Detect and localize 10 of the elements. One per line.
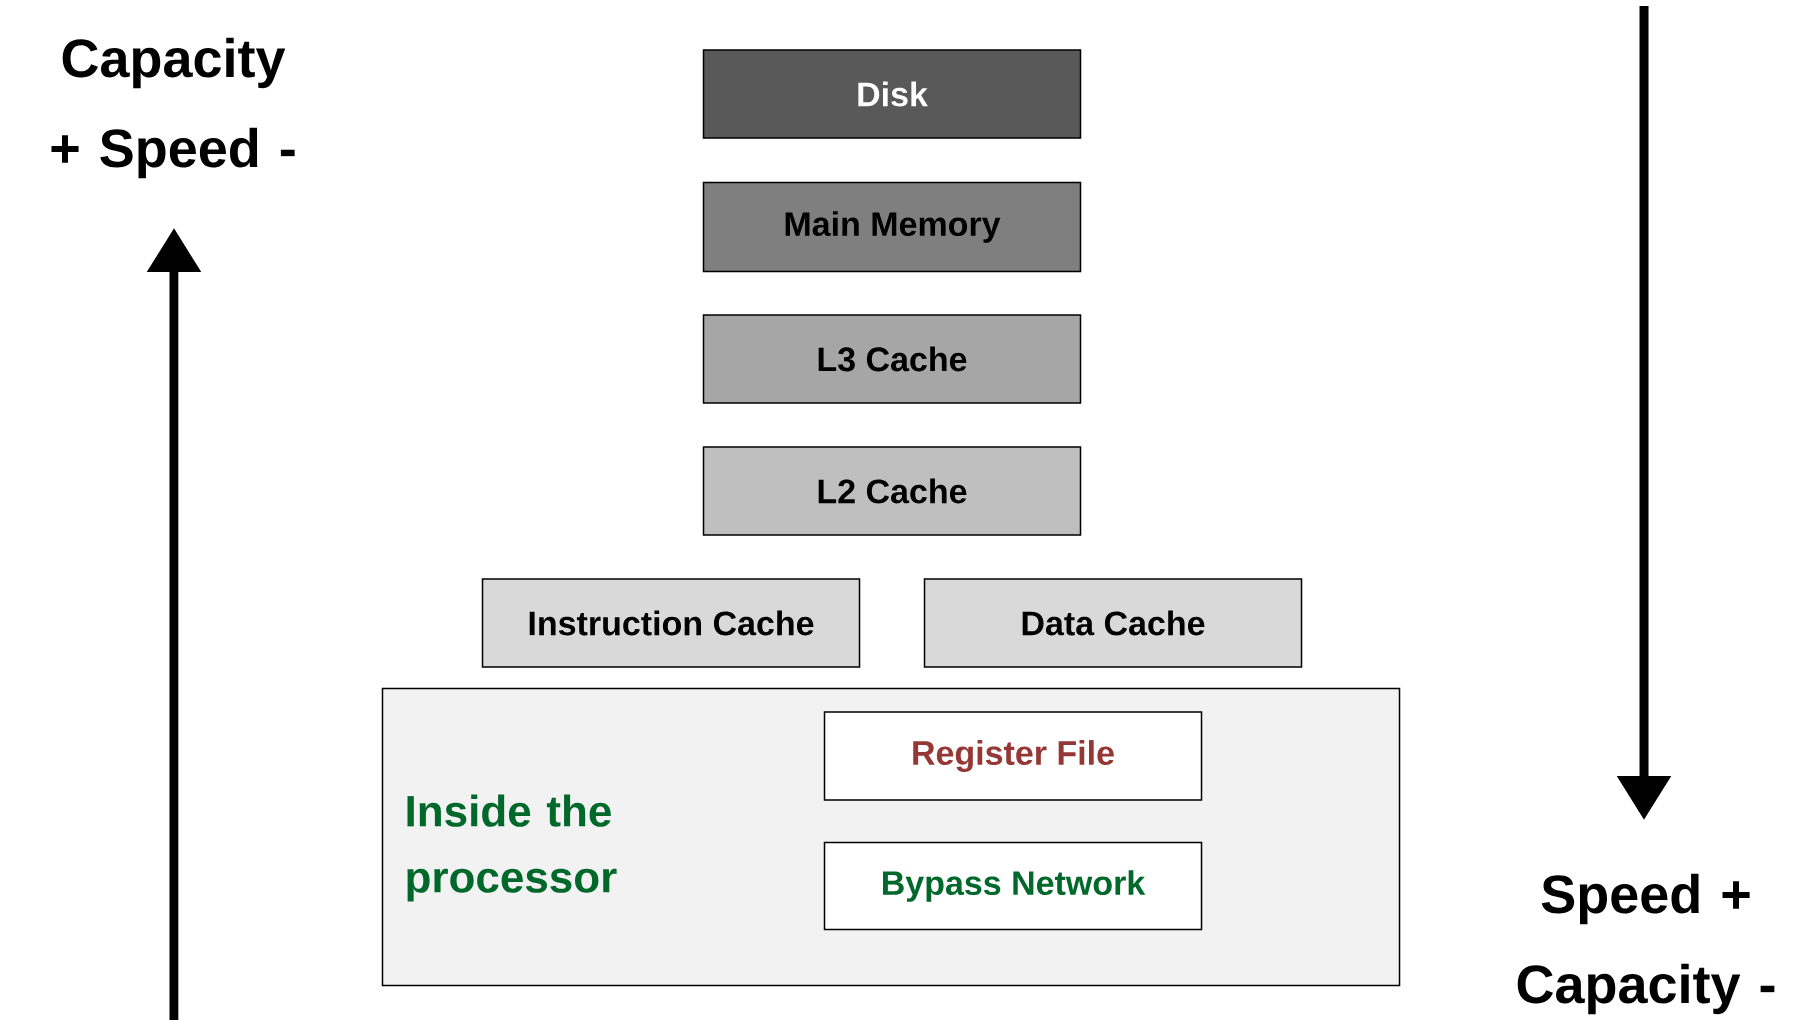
component-box: Bypass Network [823, 841, 1203, 931]
memory-level-box: L3 Cache [702, 314, 1082, 404]
cache-box: Data Cache [923, 578, 1303, 668]
component-box: Register File [823, 711, 1203, 801]
axis-label: Capacity + Speed - [51, 37, 295, 179]
memory-level-box: Main Memory [702, 181, 1082, 273]
memory-level-box: Disk [702, 49, 1082, 139]
memory-level-box: L2 Cache [702, 446, 1082, 536]
cache-box: Instruction Cache [481, 578, 861, 668]
axis-label: Speed + Capacity - [1517, 873, 1775, 1015]
